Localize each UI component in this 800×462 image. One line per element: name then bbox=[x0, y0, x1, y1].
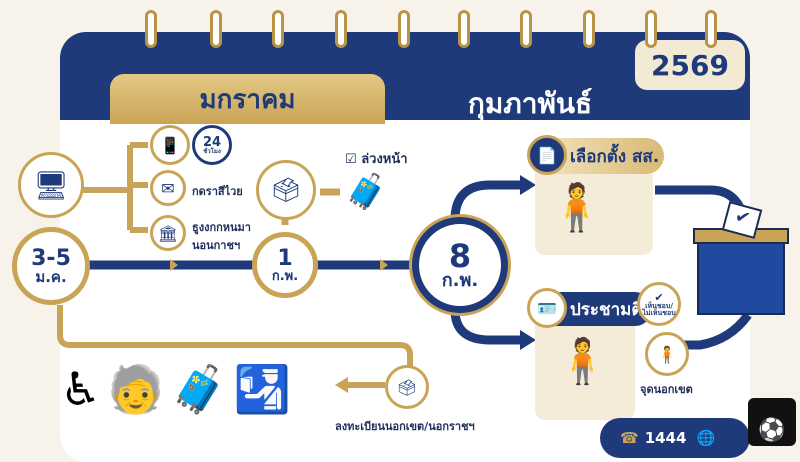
calendar-ring-icon bbox=[520, 10, 532, 48]
calendar-check-icon: ☑ bbox=[345, 152, 362, 167]
calendar-ring-icon bbox=[705, 10, 717, 48]
registration-date-circle: 3-5 ม.ค. bbox=[12, 227, 90, 305]
mailbox-icon: ✉ bbox=[150, 170, 186, 206]
hotline-bar: ☎ 1444 🌐 bbox=[600, 418, 750, 458]
calendar-ring-icon bbox=[210, 10, 222, 48]
id-card-icon: 🪪 bbox=[527, 288, 567, 328]
calendar-ring-icon bbox=[272, 10, 284, 48]
date-month: ก.พ. bbox=[271, 268, 299, 284]
date-day: 1 bbox=[277, 245, 293, 271]
soccer-ball-icon: ⚽ bbox=[758, 418, 786, 443]
ballot-box-icon: 🗳 bbox=[256, 160, 316, 220]
ballot-box-small-icon: 🗳 bbox=[385, 365, 429, 409]
calendar-ring-icon bbox=[398, 10, 410, 48]
channel-office-label: ธูงงกกหนมา นอนกาชฯ bbox=[192, 221, 251, 252]
globe-icon: 🌐 bbox=[696, 429, 716, 447]
outside-booth-icon: 🧍 bbox=[645, 332, 689, 376]
travelers-elderly-disabled-illustration: ♿🧓🧳🛂 bbox=[60, 362, 298, 416]
year-label: 2569 bbox=[635, 40, 745, 90]
referendum-label: ประชามติ bbox=[570, 299, 643, 320]
check-icon: ✔ bbox=[654, 290, 664, 304]
date-month: ม.ค. bbox=[35, 267, 67, 286]
referendum-choice-badge: ✔ เห็นชอบ/ไม่เห็นชอบ bbox=[637, 282, 681, 326]
phone-app-icon: 📱 bbox=[150, 125, 190, 165]
outside-district-label: จุดนอกเขต bbox=[640, 383, 693, 396]
advance-label: ล่วงหน้า bbox=[361, 152, 408, 167]
hours-label: ชั่วโมง bbox=[203, 147, 221, 155]
flow-connectors bbox=[57, 142, 752, 393]
advance-heading: ☑ ล่วงหน้า bbox=[345, 148, 408, 169]
date-month: ก.พ. bbox=[441, 270, 479, 291]
hours-number: 24 bbox=[202, 134, 222, 150]
watermark-logo: ⚽ bbox=[748, 398, 796, 446]
calendar-ring-icon bbox=[583, 10, 595, 48]
calendar-ring-icon bbox=[645, 10, 657, 48]
government-building-icon: 🏛 bbox=[150, 215, 186, 251]
referendum-choice: เห็นชอบ/ไม่เห็นชอบ bbox=[642, 301, 676, 317]
date-day: 3-5 bbox=[31, 245, 71, 271]
voting-booth-illustration: 🧍 bbox=[548, 180, 606, 234]
documents-icon: 📄 bbox=[527, 135, 567, 175]
month-january-tab: มกราคม bbox=[110, 74, 385, 124]
traveler-booth-icon: 🧳 bbox=[345, 172, 388, 212]
month-february-label: กุมภาพันธ์ bbox=[467, 87, 593, 120]
calendar-ring-icon bbox=[145, 10, 157, 48]
election-label: เลือกตั้ง สส. bbox=[570, 146, 660, 167]
register-outside-label: ลงทะเบียนนอกเขต/นอกราชฯ bbox=[335, 420, 475, 433]
final-ballot-box-icon bbox=[697, 240, 785, 315]
election-date-circle: 8 ก.พ. bbox=[412, 217, 508, 313]
24-hours-icon: 24 ชั่วโมง bbox=[192, 125, 232, 165]
channel-post-label: กดราสีไวย bbox=[192, 185, 243, 198]
voter-booth-illustration: 🧍 bbox=[555, 336, 610, 387]
advance-date-circle: 1 ก.พ. bbox=[252, 232, 318, 298]
computer-email-icon: 🖥 bbox=[18, 152, 84, 218]
calendar-ring-icon bbox=[335, 10, 347, 48]
date-day: 8 bbox=[448, 237, 472, 275]
hotline-number: 1444 bbox=[644, 429, 687, 447]
calendar-ring-icon bbox=[458, 10, 470, 48]
phone-icon: ☎ bbox=[620, 429, 639, 447]
